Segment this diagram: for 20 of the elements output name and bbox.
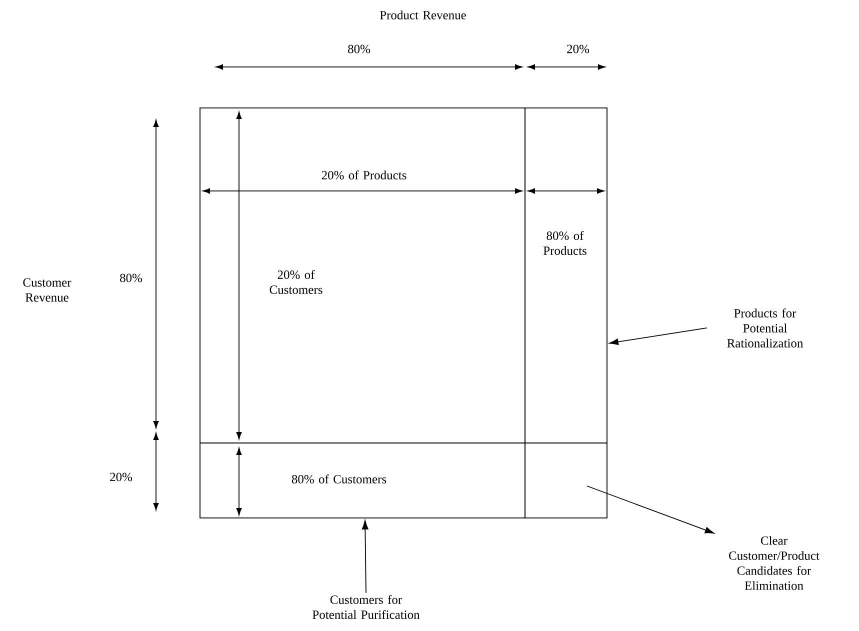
- dimension-label: 20%: [110, 472, 132, 482]
- leader-arrow: [362, 520, 368, 594]
- callout-text: Clear Customer/Product Candidates for Elimination: [729, 536, 820, 590]
- grid-cell: [200, 442, 526, 518]
- callout-text: Customers for Potential Purification: [312, 595, 420, 619]
- grid-cell: [524, 108, 608, 444]
- dimension-label: 20% of Customers: [270, 270, 322, 294]
- dimension-label: 80% of Products: [544, 231, 586, 255]
- grid-cell: [200, 108, 526, 444]
- dimension-label: 80%: [348, 44, 370, 54]
- dimension-label: 20%: [567, 44, 590, 54]
- leader-arrow: [609, 328, 708, 346]
- dimension-label: 20% of Products: [322, 170, 406, 180]
- dimension-label: Product Revenue: [380, 10, 466, 20]
- dimension-label: 80% of Customers: [292, 474, 386, 484]
- dimension-label: 80%: [120, 274, 142, 282]
- grid-cell: [524, 442, 608, 518]
- leader-arrow: [586, 486, 714, 534]
- callout-text: Products for Potential Rationalization: [727, 308, 803, 348]
- dimension-label: Customer Revenue: [23, 278, 72, 302]
